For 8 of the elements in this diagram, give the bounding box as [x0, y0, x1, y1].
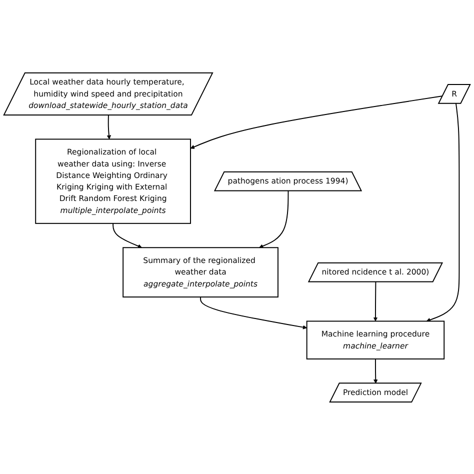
- arrow: [373, 281, 378, 321]
- arrow: [190, 95, 444, 148]
- arrow: [200, 296, 308, 329]
- arrow: [112, 222, 142, 248]
- arrow: [106, 114, 112, 139]
- arrow: [374, 358, 378, 384]
- arrow: [426, 102, 460, 322]
- arrow: [259, 190, 289, 248]
